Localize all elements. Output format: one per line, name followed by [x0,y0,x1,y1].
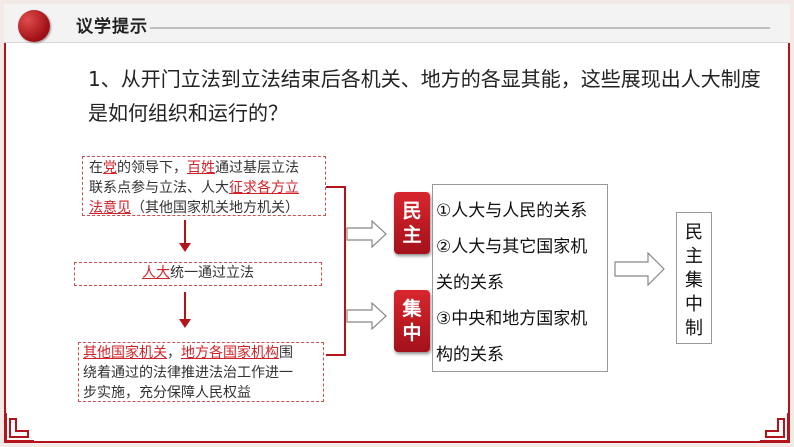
relation-line: 构的关系 [436,345,504,365]
relation-line: 关的关系 [436,273,504,293]
legislation-participation-box: 在党的领导下，百姓通过基层立法 联系点参与立法、人大征求各方立 法意见（其他国家… [82,156,326,216]
down-arrow-icon [179,220,191,252]
democratic-centralism-box: 民 主 集 中 制 [676,212,712,344]
result-char: 集 [685,270,703,291]
corner-ornament-bottom-left [5,413,34,442]
relation-line: ②人大与其它国家机 [436,237,588,257]
header-bar [4,4,790,43]
header-title: 议学提示 [76,17,148,37]
relation-line: ①人大与人民的关系 [436,201,588,221]
box2-text: 人大统一通过立法 [142,265,254,281]
badge-char: 民 [402,200,422,222]
question-text: 1、从开门立法到立法结束后各机关、地方的各显其能，这些展现出人大制度 是如何组织… [88,62,761,130]
down-arrow-icon [179,292,191,328]
democracy-badge: 民 主 [394,192,430,254]
box1-line-1: 在党的领导下，百姓通过基层立法 [89,160,299,176]
right-arrow-icon [346,220,387,248]
box3-line-1: 其他国家机关，地方各国家机构围 [83,345,293,361]
result-char: 制 [685,318,703,339]
centralism-badge: 集 中 [394,290,430,352]
relations-box: ①人大与人民的关系 ②人大与其它国家机 关的关系 ③中央和地方国家机 构的关系 [432,184,608,372]
bracket-connector [326,186,346,356]
result-char: 主 [685,246,703,267]
badge-char: 中 [402,322,422,344]
right-arrow-icon [346,302,387,330]
result-char: 民 [685,222,703,243]
question-line-2: 是如何组织和运行的？ [88,101,288,125]
corner-ornament-bottom-right [760,413,789,442]
npc-passes-law-box: 人大统一通过立法 [74,262,322,286]
header-divider [150,27,770,29]
badge-char: 主 [402,224,422,246]
box3-line-2: 绕着通过的法律推进法治工作进一 [83,365,293,381]
box1-line-2: 联系点参与立法、人大征求各方立 [89,180,299,196]
badge-char: 集 [402,298,422,320]
box3-line-3: 步实施，充分保障人民权益 [83,385,251,401]
question-line-1: 1、从开门立法到立法结束后各机关、地方的各显其能，这些展现出人大制度 [88,67,761,91]
right-arrow-icon [614,252,665,286]
box1-line-3: 法意见（其他国家机关地方机关） [89,200,299,216]
implementation-box: 其他国家机关，地方各国家机构围 绕着通过的法律推进法治工作进一 步实施，充分保障… [78,342,324,402]
result-char: 中 [685,294,703,315]
relation-line: ③中央和地方国家机 [436,309,588,329]
red-circle-icon [18,10,50,42]
